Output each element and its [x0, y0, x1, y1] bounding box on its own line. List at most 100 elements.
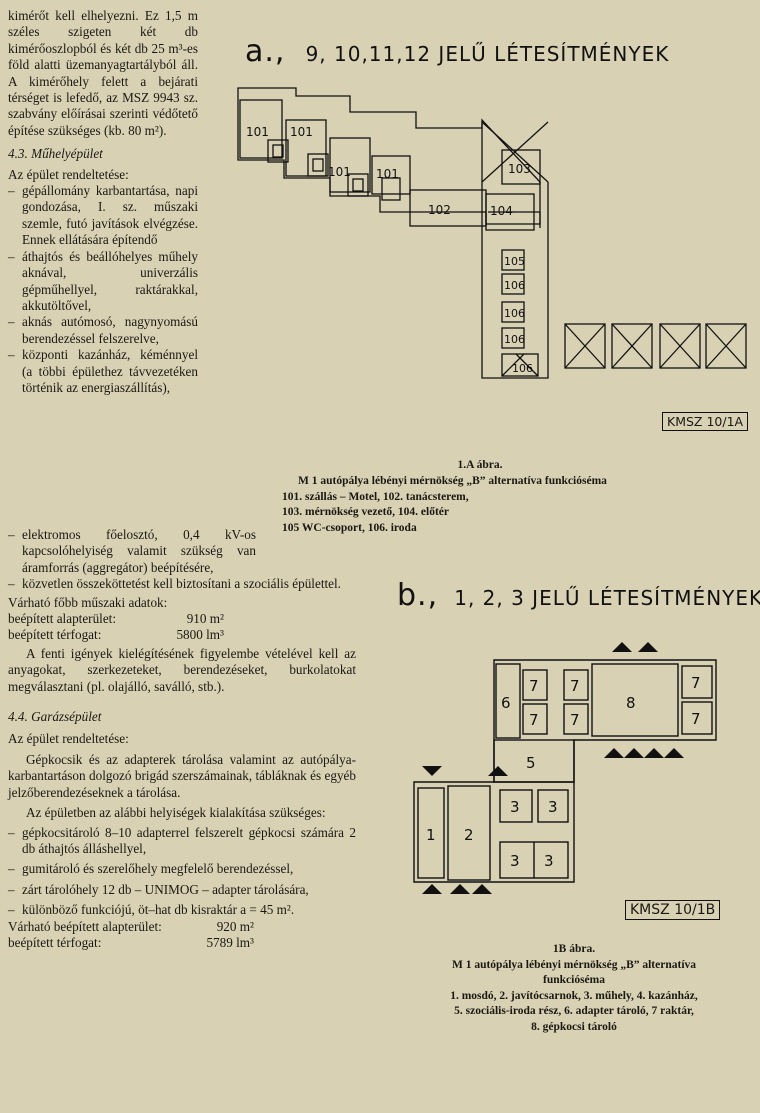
- room-103-box: [501, 149, 541, 185]
- room-inner-box: [267, 139, 289, 163]
- room-3-label: 3: [544, 852, 554, 870]
- room-101-box: [329, 137, 371, 193]
- room-6-label: 6: [501, 694, 511, 712]
- section-heading-garage: 4.4. Garázsépület: [8, 709, 102, 725]
- room-105-box: [501, 249, 525, 271]
- figure-b-letter: b.,: [397, 578, 439, 613]
- room-101-box: [371, 155, 411, 195]
- room-106-label: 106: [504, 279, 525, 292]
- list-item: gépkocsitároló 8–10 adapterrel felszerel…: [8, 825, 356, 858]
- purpose-label: Az épület rendeltetése:: [8, 731, 129, 747]
- room-7-label: 7: [570, 711, 580, 729]
- room-106-box: [501, 273, 525, 295]
- list-item: központi kazánház, kéménnyel (a többi ép…: [8, 347, 198, 396]
- figure-b-caption-line: 8. gépkocsi tároló: [531, 1020, 617, 1033]
- list-item: gépállomány karbantartása, napi gondozás…: [8, 183, 198, 249]
- area-label: beépített alapterület:: [8, 611, 117, 627]
- figure-b-caption-line: 1. mosdó, 2. javítócsarnok, 3. műhely, 4…: [450, 989, 698, 1002]
- area2-label: Várható beépített alapterület:: [8, 918, 162, 934]
- parking-box-row: [564, 323, 747, 369]
- room-3-box: [537, 789, 569, 823]
- room-106-label: 106: [504, 307, 525, 320]
- room-8-box: [591, 663, 679, 737]
- figure-b-caption: 1B ábra. M 1 autópálya lébényi mérnökség…: [412, 942, 736, 1035]
- figure-a-caption-body: M 1 autópálya lébényi mérnökség „B” alte…: [282, 474, 702, 536]
- room-2-label: 2: [464, 826, 474, 844]
- figure-b-caption-line: 5. szociális-iroda rész, 6. adapter táro…: [454, 1005, 694, 1017]
- volume-row: beépített térfogat: 5800 lm³: [8, 627, 228, 643]
- left-column-bottom: elektromos főelosztó, 0,4 kV-os kapcsoló…: [8, 527, 356, 951]
- room-101-box: [239, 99, 283, 159]
- list-item: különböző funkciójú, öt–hat db kisraktár…: [8, 902, 356, 919]
- room-102-label: 102: [428, 203, 451, 217]
- figure-a-title: a., 9, 10,11,12 JELŰ LÉTESÍTMÉNYEK: [245, 34, 669, 69]
- figure-a-caption-line: 105 WC-csoport, 106. iroda: [282, 521, 417, 534]
- room-3-box: [499, 789, 533, 823]
- figure-a-code: KMSZ 10/1A: [662, 412, 749, 431]
- room-inner-box: [307, 153, 329, 177]
- room-inner-box: [272, 144, 284, 158]
- left-column-top: kimérőt kell elhelyezni. Ez 1,5 m széles…: [8, 8, 198, 396]
- area2-row: Várható beépített alapterület: 920 m²: [8, 919, 258, 935]
- room-101-label: 101: [246, 125, 269, 139]
- room-7-label: 7: [691, 710, 701, 728]
- room-104-label: 104: [490, 204, 513, 218]
- room-7-box: [681, 701, 713, 735]
- figure-a-wing: [481, 122, 549, 379]
- volume2-label: beépített térfogat:: [8, 934, 102, 950]
- room-7-box: [522, 703, 548, 735]
- figure-b-code-text: KMSZ 10/1B: [630, 902, 716, 918]
- figure-b-diagram: 6 7 7 7 7 8 7 7 5 1 2 3 3 3 3: [413, 642, 717, 894]
- room-inner-box: [352, 178, 364, 192]
- list-item: közvetlen összeköttetést kell biztosítan…: [8, 576, 356, 593]
- tech-data-label: Várható főbb műszaki adatok:: [8, 594, 168, 610]
- room-7-label: 7: [529, 711, 539, 729]
- room-7-box: [563, 703, 589, 735]
- purpose-label: Az épület rendeltetése:: [8, 166, 129, 182]
- area-value: 910 m²: [186, 611, 224, 627]
- volume-label: beépített térfogat:: [8, 627, 102, 643]
- list-item: áthajtós és beállóhelyes műhely aknával,…: [8, 249, 198, 315]
- room-106-box: [501, 301, 525, 323]
- room-7-label: 7: [529, 677, 539, 695]
- figure-b-caption-title: 1B ábra.: [552, 943, 596, 955]
- room-5-box: [493, 739, 575, 783]
- room-7-label: 7: [570, 677, 580, 695]
- figure-b-title: b., 1, 2, 3 JELŰ LÉTESÍTMÉNYEK: [397, 578, 760, 613]
- room-5-label: 5: [526, 754, 536, 772]
- figure-a-diagram: 101 101 101 101 102 103 104 105 106 106 …: [237, 87, 747, 379]
- figure-a-caption-line: 101. szállás – Motel, 102. tanácsterem,: [282, 490, 469, 503]
- room-101-label: 101: [376, 167, 399, 181]
- room-6-box: [495, 663, 521, 739]
- room-106-label: 106: [512, 362, 533, 375]
- room-2-box: [447, 785, 491, 881]
- list-item: elektromos főelosztó, 0,4 kV-os kapcsoló…: [8, 527, 356, 576]
- room-1-label: 1: [426, 826, 436, 844]
- intro-paragraph: kimérőt kell elhelyezni. Ez 1,5 m széles…: [8, 8, 198, 138]
- volume-value: 5800 lm³: [176, 627, 224, 643]
- room-106-box: [501, 327, 525, 349]
- figure-b-caption-line: funkcióséma: [543, 974, 605, 986]
- rooms-intro-paragraph: Az épületben az alábbi helyiségek kialak…: [26, 805, 326, 821]
- room-3-label: 3: [510, 798, 520, 816]
- area-row: beépített alapterület: 910 m²: [8, 611, 228, 627]
- figure-b-caption-line: M 1 autópálya lébényi mérnökség „B” alte…: [451, 958, 697, 971]
- list-item: gumitároló és szerelőhely megfelelő bere…: [8, 861, 356, 878]
- volume2-row: beépített térfogat: 5789 lm³: [8, 935, 258, 951]
- list-item: aknás autómosó, nagynyomású berendezésse…: [8, 314, 198, 347]
- volume2-value: 5789 lm³: [206, 934, 254, 950]
- room-106-label: 106: [504, 333, 525, 346]
- room-103-label: 103: [508, 162, 531, 176]
- figure-a-caption-line: M 1 autópálya lébényi mérnökség „B” alte…: [298, 475, 607, 487]
- room-7-label: 7: [691, 674, 701, 692]
- room-101-box: [285, 119, 327, 177]
- room-inner-box: [312, 158, 324, 172]
- room-101-label: 101: [328, 165, 351, 179]
- room-8-label: 8: [626, 694, 636, 712]
- room-7-box: [522, 669, 548, 701]
- arrow-markers: [422, 642, 684, 894]
- room-inner-box: [347, 173, 369, 197]
- area2-value: 920 m²: [216, 918, 254, 934]
- room-7-box: [681, 665, 713, 699]
- room-1-box: [417, 787, 445, 879]
